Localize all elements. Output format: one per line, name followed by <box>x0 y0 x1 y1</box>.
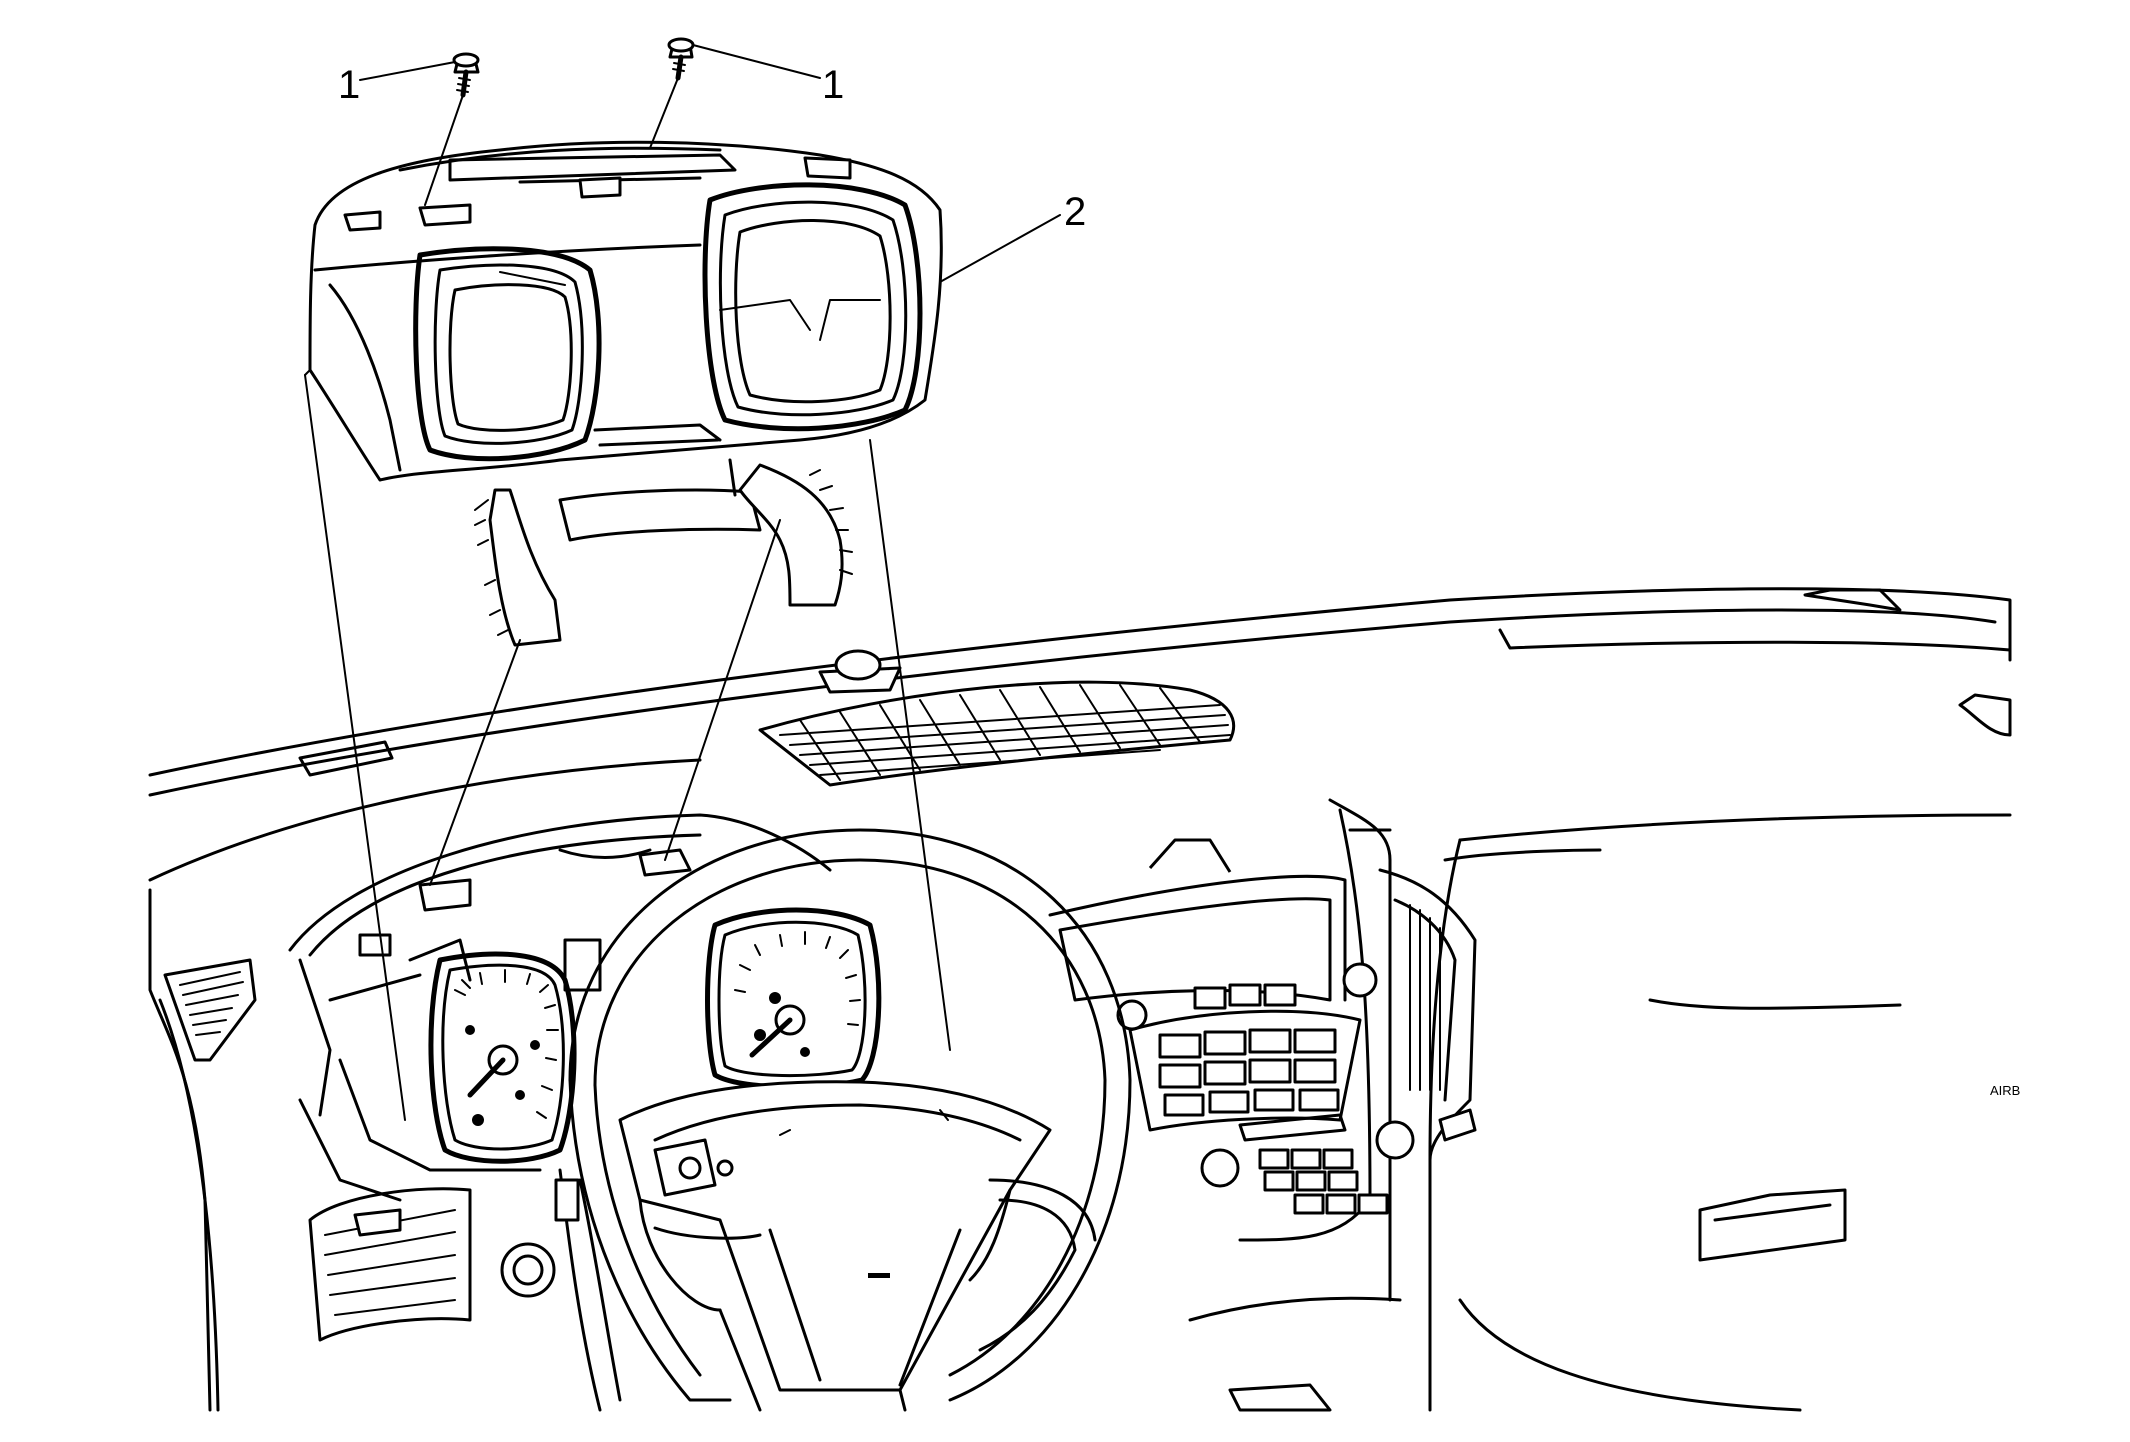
steering-wheel <box>568 828 1132 1412</box>
right-vent <box>1378 868 1477 1162</box>
callout-1-left: 1 <box>338 63 360 107</box>
speedometer <box>705 907 882 1090</box>
screw-right <box>667 37 695 81</box>
instrument-cluster-assembly <box>308 140 943 647</box>
alignment-lines <box>304 77 951 1121</box>
leader-screw-right <box>692 44 821 79</box>
leader-cluster <box>939 214 1061 283</box>
left-side-vent <box>163 958 257 1062</box>
lower-left-vent <box>308 1187 472 1342</box>
hvac-buttons <box>1158 983 1340 1117</box>
dashboard: AIRB <box>148 587 2020 1412</box>
callout-1-right: 1 <box>822 63 844 107</box>
center-stack <box>1048 798 1415 1302</box>
callout-2: 2 <box>1064 190 1086 234</box>
tachometer <box>428 951 577 1164</box>
screw-left <box>452 52 480 98</box>
leader-screw-left <box>359 61 456 81</box>
defrost-grille <box>758 680 1236 787</box>
airbag-label: AIRB <box>1990 1083 2020 1098</box>
